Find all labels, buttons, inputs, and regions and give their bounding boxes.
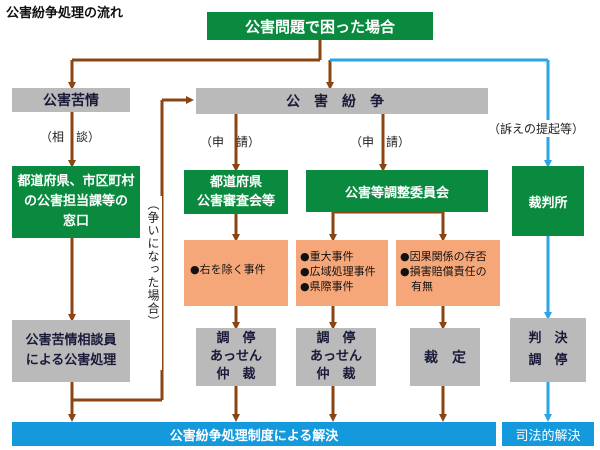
pref-outcome-box: 調 停 あっせん 仲 裁 (196, 328, 276, 386)
resolution-bar: 公害紛争処理制度による解決 (12, 422, 496, 446)
lawsuit-label: （訴えの提起等） (488, 120, 585, 137)
committee-box: 公害等調整委員会 (306, 170, 488, 212)
court-box: 裁判所 (512, 166, 584, 236)
counselor-box: 公害苦情相談員 による公害処理 (12, 320, 130, 382)
office-box: 都道府県、市区町村 の公害担当課等の 窓口 (12, 166, 140, 238)
vertical-label: （争いになった場合） (145, 196, 162, 370)
top-box: 公害問題で困った場合 (207, 12, 433, 40)
major-case-note: ●重大事件 ●広域処理事件 ●県際事件 (296, 240, 388, 306)
court-outcome-box: 判 決 調 停 (510, 318, 586, 382)
apply-label-1: （申 請） (200, 135, 261, 149)
judicial-box: 司法的解決 (502, 422, 594, 446)
major-outcome-box: 調 停 あっせん 仲 裁 (296, 328, 376, 386)
apply-label-2: （申 請） (350, 135, 411, 149)
prefecture-board-box: 都道府県 公害審査会等 (184, 170, 288, 214)
dispute-header: 公害紛争 (196, 88, 488, 114)
complaint-box: 公害苦情 (12, 88, 130, 112)
consult-label: （相 談） (40, 130, 101, 144)
pref-case-note: ●右を除く事件 (184, 240, 288, 306)
ruling-box: 裁 定 (410, 328, 480, 386)
diagram-title: 公害紛争処理の流れ (6, 6, 124, 21)
causation-case-note: ●因果関係の存否 ●損害賠償責任の 有無 (396, 240, 500, 306)
